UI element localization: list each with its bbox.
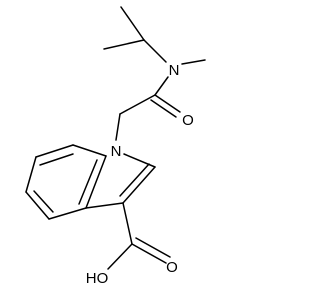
bond: [122, 166, 156, 204]
bond: [122, 202, 133, 245]
bond: [33, 190, 54, 213]
bond: [143, 39, 167, 63]
bond: [35, 144, 74, 158]
bond: [154, 94, 181, 113]
atom-label-o-acid: O: [166, 259, 178, 276]
atom-label-n-indole: N: [111, 143, 122, 160]
atom-label-hydroxyl: HO: [86, 270, 109, 287]
bond: [115, 113, 121, 141]
bond: [72, 144, 107, 157]
bond: [119, 163, 150, 197]
bond: [25, 156, 37, 193]
atom-label-n-amide: N: [169, 62, 180, 79]
atom-label-o-amide: O: [182, 112, 194, 129]
bond: [107, 243, 133, 270]
bond: [103, 39, 145, 50]
bond: [39, 153, 74, 166]
chemical-structure: N N O O HO: [25, 6, 206, 287]
bond: [48, 207, 87, 220]
bond: [154, 76, 169, 96]
bond: [85, 202, 124, 209]
bond: [78, 159, 98, 205]
bond: [85, 155, 107, 209]
bond: [135, 237, 171, 258]
bond: [150, 99, 177, 118]
bond: [25, 191, 50, 220]
bond: [181, 59, 206, 65]
bond: [131, 243, 167, 264]
bond: [119, 94, 156, 115]
bond: [123, 153, 156, 168]
bond: [120, 6, 145, 41]
